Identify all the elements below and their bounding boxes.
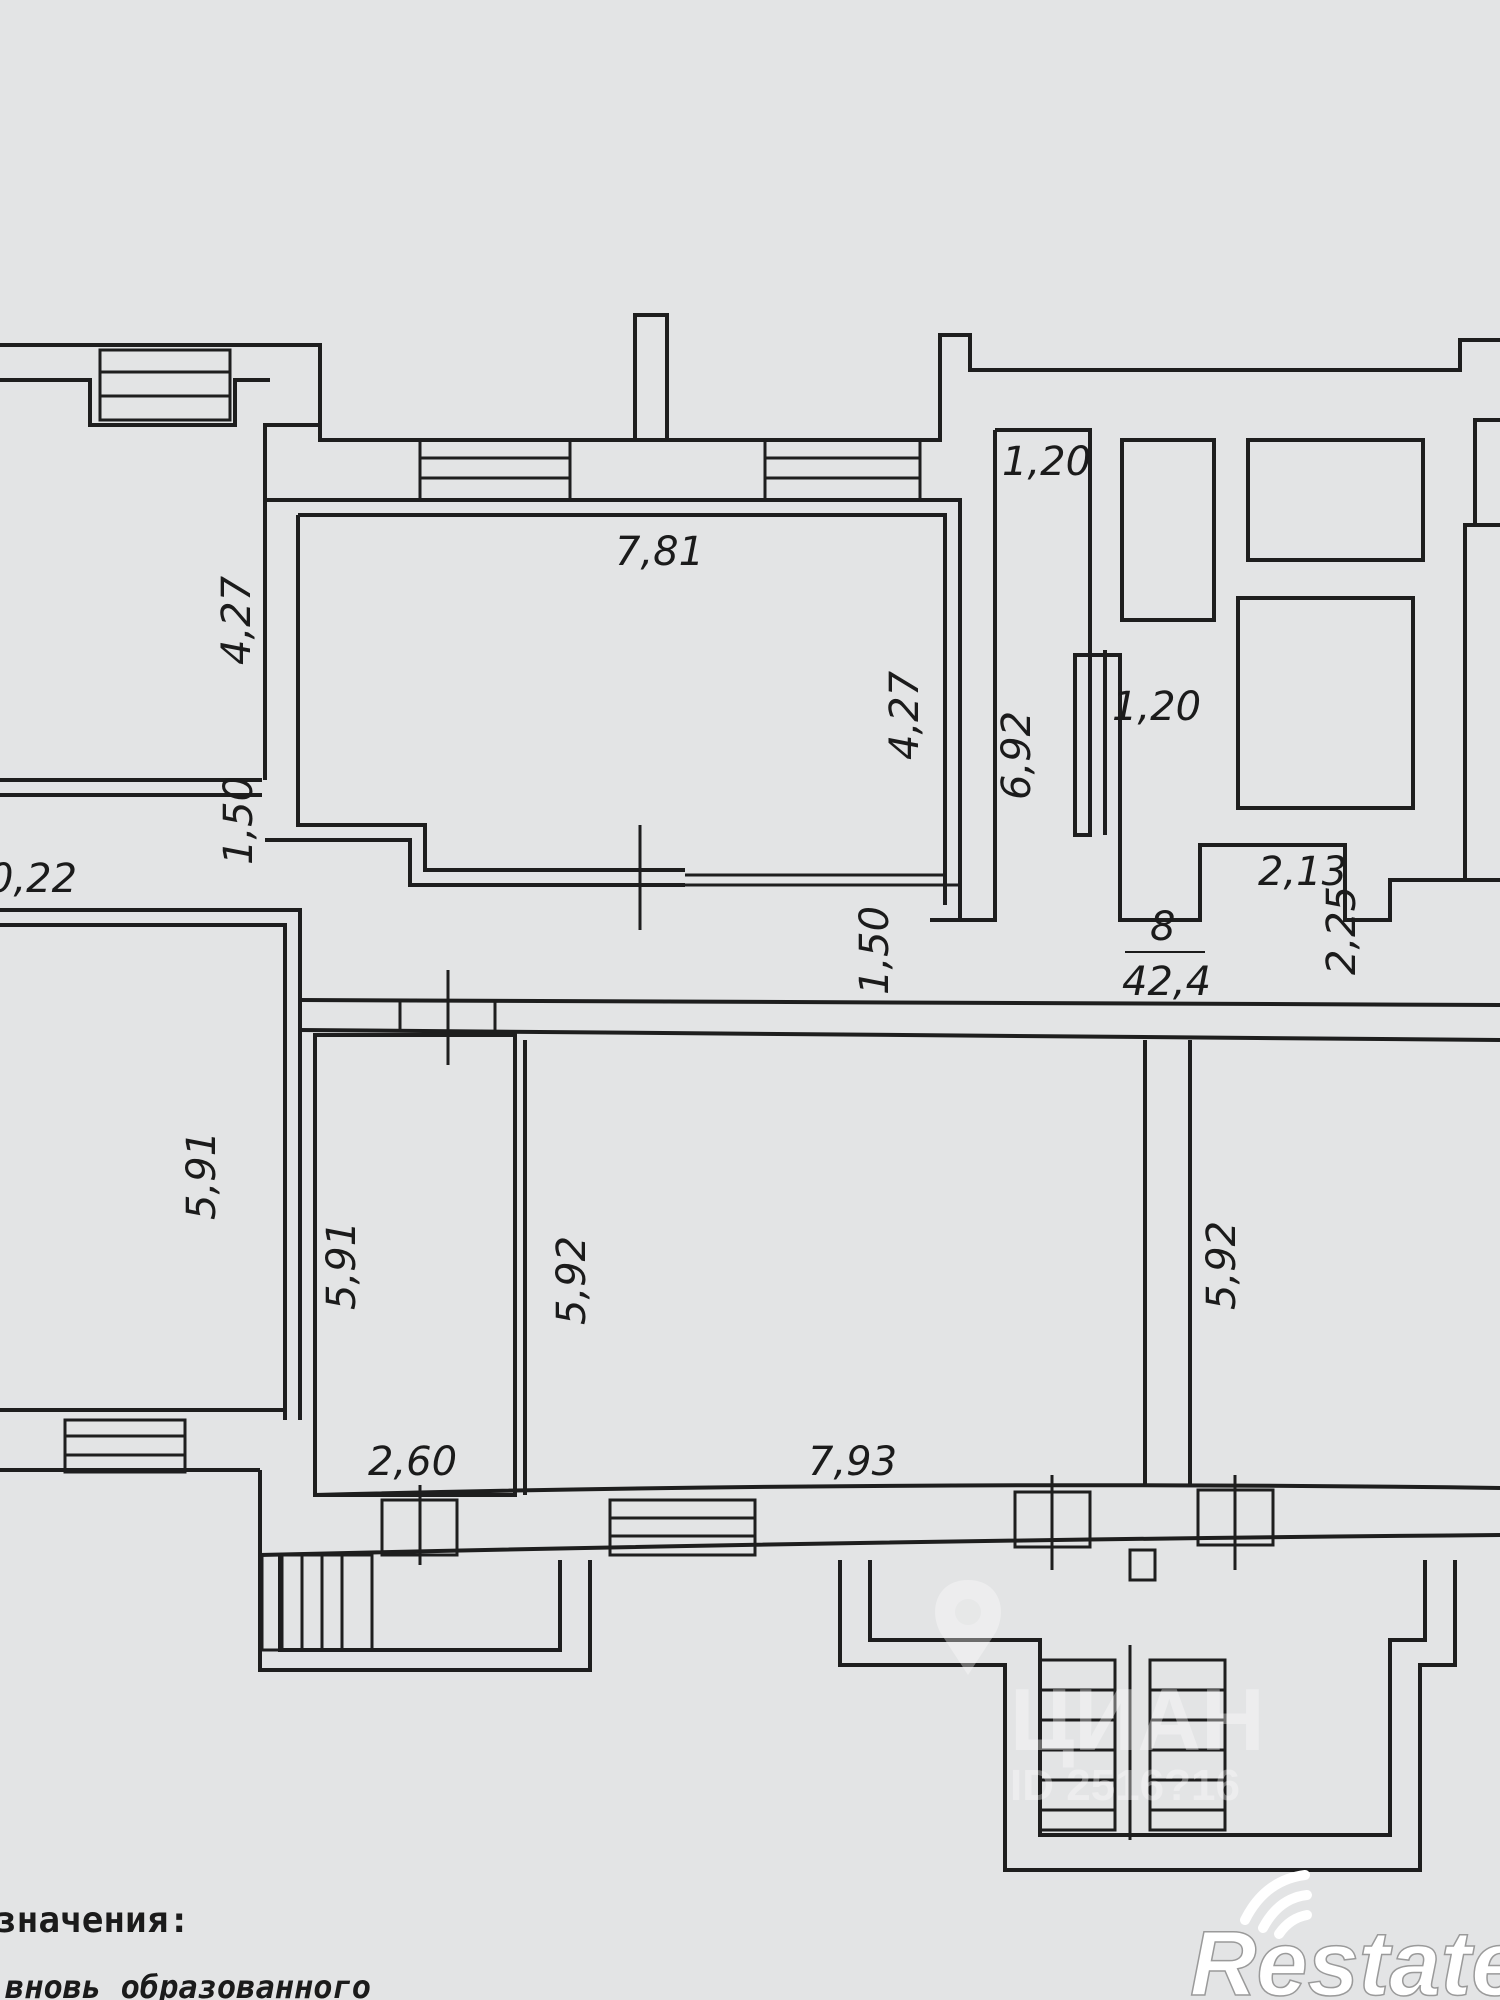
watermark-text: ЦИАН [1010,1670,1265,1769]
room-area: 42,4 [1122,959,1211,1005]
legend-line: вновь образованного [5,1968,371,2000]
cian-watermark: ЦИАН ID 2516?16 [935,1580,1265,1810]
restate-logo: Restate [1189,1870,1500,2000]
main-stair [838,1560,1457,1872]
watermark-id: ID 2516?16 [1010,1761,1240,1810]
dim-corridor-main: 1,50 [852,906,898,995]
dim-small-room-width: 2,13 [1258,849,1347,895]
corridor-walls [0,908,1500,1420]
dim-corridor-left: 1,50 [216,776,262,865]
dim-top-room-height: 4,27 [882,670,928,760]
dim-bottom-second-height: 5,91 [319,1221,365,1310]
dim-bottom-small-width: 2,60 [368,1439,457,1485]
left-stair [258,1550,592,1672]
legend-heading: значения: [0,1900,190,1941]
upper-wall-row [265,313,1500,922]
signal-waves-icon [1240,1870,1312,1939]
right-block [960,418,1500,922]
dim-bottom-left-height: 5,91 [179,1131,225,1220]
bottom-facade [258,1470,1500,1582]
dim-bottom-mid-height: 5,92 [549,1236,595,1325]
dim-top-room-width: 7,81 [615,529,704,575]
dim-bottom-right-height: 5,92 [1199,1221,1245,1310]
dim-narrow-height: 6,92 [994,711,1040,800]
location-pin-icon [935,1580,1001,1675]
dim-narrow-mid: 1,20 [1112,684,1201,730]
brand-name: Restate [1190,1913,1500,2000]
bottom-rooms [0,1033,1192,1497]
room-number: 8 [1150,904,1175,950]
dim-narrow-top: 1,20 [1002,439,1091,485]
top-left-walls [0,343,322,797]
top-room [265,513,960,930]
dim-small-room-height: 2,25 [1319,886,1365,975]
dim-left-room-height: 4,27 [214,575,260,665]
dim-bottom-large-width: 7,93 [808,1439,897,1485]
dim-left-partial: 0,22 [0,856,77,902]
